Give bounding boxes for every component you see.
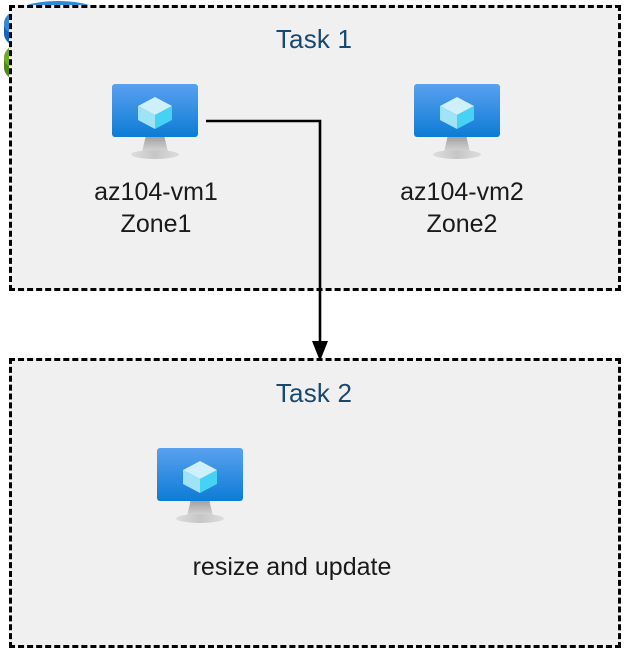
virtual-machine-icon	[155, 446, 255, 526]
vm2-label: az104-vm2 Zone2	[334, 176, 590, 240]
task-2-container	[9, 358, 621, 648]
virtual-machine-icon	[110, 82, 210, 162]
vm2-zone: Zone2	[426, 210, 498, 238]
vm2-name: az104-vm2	[400, 178, 524, 206]
vm1-name: az104-vm1	[94, 178, 218, 206]
task-1-title: Task 1	[275, 24, 353, 54]
vm1-label: az104-vm1 Zone1	[28, 176, 284, 240]
task-2-caption: resize and update	[192, 553, 392, 581]
task-2-title: Task 2	[275, 378, 353, 408]
vm1-zone: Zone1	[120, 210, 192, 238]
virtual-machine-icon	[412, 82, 512, 162]
